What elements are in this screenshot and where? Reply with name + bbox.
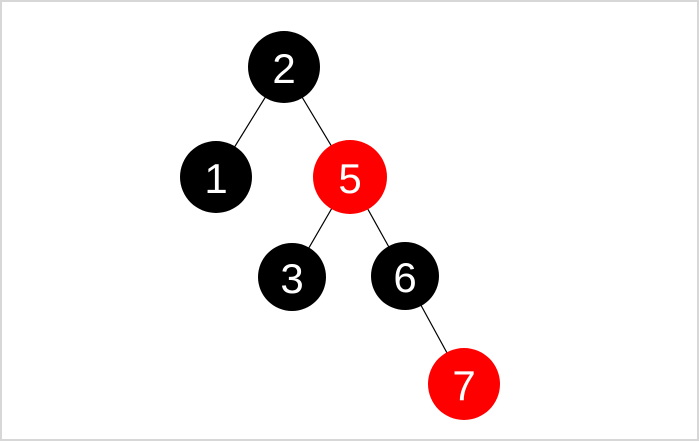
node-label: 1 <box>204 155 227 202</box>
node-circle-black <box>371 242 439 310</box>
tree-node-7: 7 <box>428 348 500 420</box>
node-circle-red <box>313 140 387 214</box>
node-label: 6 <box>393 254 416 301</box>
node-label: 3 <box>280 255 303 302</box>
node-circle-black <box>180 141 252 213</box>
tree-node-2: 2 <box>248 31 320 103</box>
node-circle-black <box>258 243 326 311</box>
tree-node-5: 5 <box>313 140 387 214</box>
node-label: 2 <box>272 45 295 92</box>
tree-node-1: 1 <box>180 141 252 213</box>
tree-node-3: 3 <box>258 243 326 311</box>
node-label: 5 <box>338 155 361 202</box>
node-circle-black <box>248 31 320 103</box>
node-circle-red <box>428 348 500 420</box>
node-label: 7 <box>452 362 475 409</box>
tree-node-6: 6 <box>371 242 439 310</box>
